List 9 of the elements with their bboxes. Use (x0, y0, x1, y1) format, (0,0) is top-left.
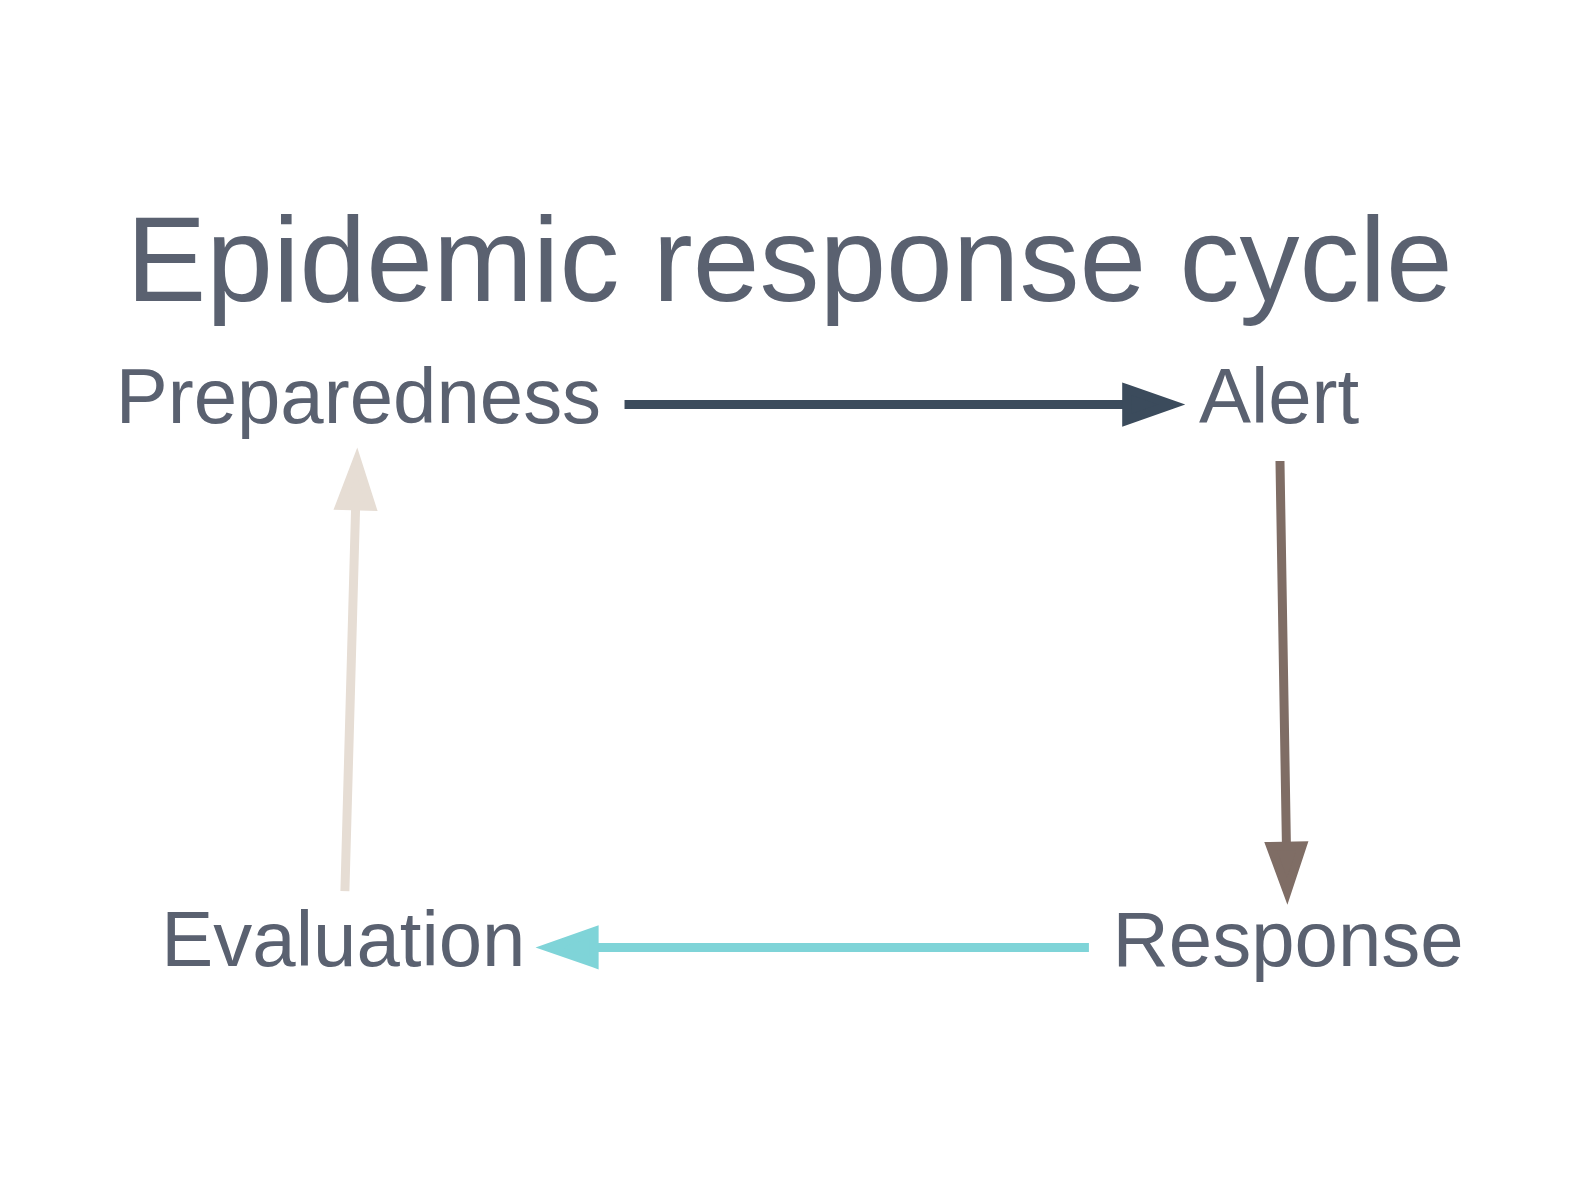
arrow (624, 382, 1185, 427)
node-text: Alert (1198, 352, 1359, 441)
arrow (1263, 460, 1308, 905)
arrow (332, 447, 378, 892)
node-text: Response (1112, 895, 1464, 984)
node-text: Preparedness (115, 352, 601, 441)
diagram-title: Epidemic response cycle (125, 192, 1453, 327)
arrow (535, 925, 1089, 970)
node-text: Evaluation (160, 895, 525, 984)
